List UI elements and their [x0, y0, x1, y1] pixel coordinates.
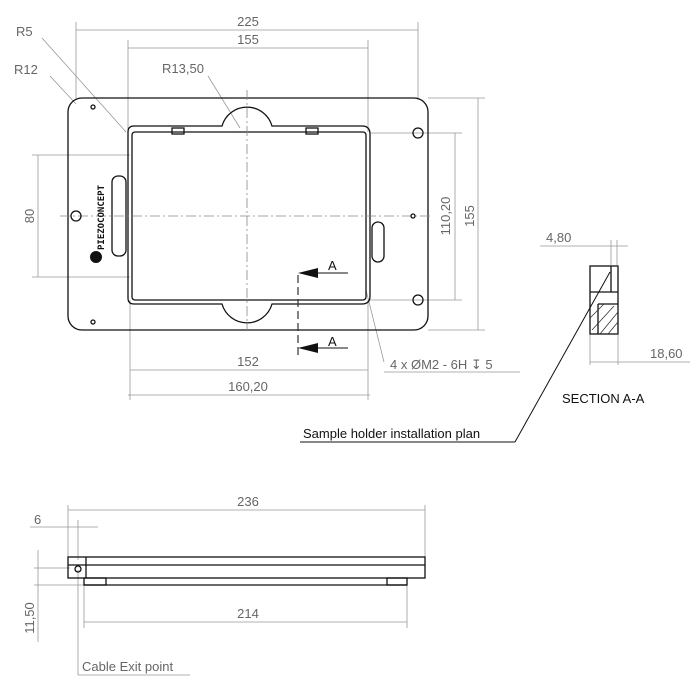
pocket-outline: [127, 106, 371, 324]
mount-hole: [412, 127, 424, 139]
section-title: SECTION A-A: [562, 391, 645, 406]
cable-exit-label: Cable Exit point: [82, 659, 173, 674]
left-handle-slot: [111, 175, 127, 257]
dim-overall-length: 236: [237, 494, 259, 509]
dim-base-length: 214: [237, 606, 259, 621]
brand-text: PIEZOCONCEPT: [97, 184, 107, 250]
top-view: 225 155 R13,50 R5 R12 80 110,20 155 152 …: [14, 14, 611, 443]
plate-outline: [67, 97, 429, 331]
dim-radius-outer: R12: [14, 62, 38, 77]
section-view: 4,80 18,60 SECTION A-A: [540, 230, 690, 406]
dim-window-width: 152: [237, 354, 259, 369]
dim-radius-notch: R13,50: [162, 61, 204, 76]
caption: Sample holder installation plan: [303, 426, 480, 441]
section-marker-label: A: [328, 258, 337, 273]
clip: [305, 127, 319, 135]
dim-overall-height: 155: [462, 205, 477, 227]
dim-section-a: 4,80: [546, 230, 571, 245]
right-handle-slot: [371, 221, 385, 263]
section-marker-label: A: [328, 334, 337, 349]
dim-height: 11,50: [22, 602, 37, 634]
dim-inner-height: 110,20: [438, 197, 453, 236]
dim-radius-inner: R5: [16, 24, 33, 39]
thread-note: 4 x ØM2 - 6H ↧ 5: [390, 357, 493, 372]
mount-hole: [70, 210, 82, 222]
logo-icon: [90, 251, 102, 263]
cable-exit-icon: [74, 565, 82, 573]
dim-offset: 6: [34, 512, 41, 527]
dim-section-b: 18,60: [650, 346, 683, 361]
side-view: 236 6 214 11,50 Cable Exit point: [22, 494, 426, 676]
clip: [171, 127, 185, 135]
mount-hole: [412, 294, 424, 306]
dim-pocket-width: 160,20: [228, 379, 268, 394]
dim-hole-spacing: 80: [22, 209, 37, 223]
dim-overall-width: 225: [237, 14, 259, 29]
dim-inner-width: 155: [237, 32, 259, 47]
